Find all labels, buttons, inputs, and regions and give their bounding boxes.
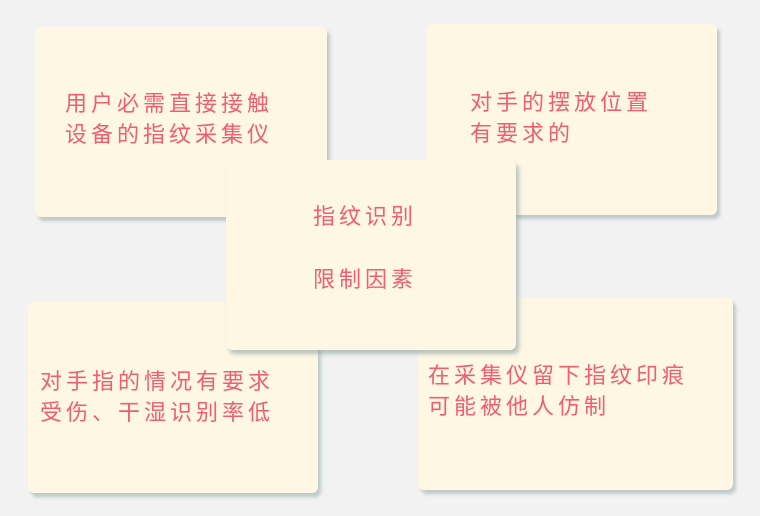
factor-line: 设备的指纹采集仪 bbox=[65, 123, 274, 148]
factor-line: 可能被他人仿制 bbox=[428, 395, 611, 420]
factor-line: 受伤、干湿识别率低 bbox=[40, 401, 275, 426]
factor-line: 在采集仪留下指纹印痕 bbox=[428, 364, 689, 389]
factor-line: 用户必需直接接触 bbox=[65, 92, 274, 117]
factor-card-direct-contact: 用户必需直接接触 设备的指纹采集仪 bbox=[35, 27, 327, 217]
factor-text: 用户必需直接接触 设备的指纹采集仪 bbox=[65, 89, 273, 151]
factor-line: 有要求的 bbox=[470, 122, 575, 147]
center-subtitle: 限制因素 bbox=[313, 268, 418, 293]
factor-text: 在采集仪留下指纹印痕 可能被他人仿制 bbox=[428, 361, 688, 423]
factor-text: 对手的摆放位置 有要求的 bbox=[470, 88, 652, 150]
factor-line: 对手指的情况有要求 bbox=[40, 370, 275, 395]
factor-line: 对手的摆放位置 bbox=[470, 91, 653, 116]
center-card: 指纹识别 限制因素 bbox=[226, 160, 516, 350]
center-title: 指纹识别 bbox=[313, 205, 418, 230]
factor-text: 对手指的情况有要求 受伤、干湿识别率低 bbox=[40, 367, 274, 429]
